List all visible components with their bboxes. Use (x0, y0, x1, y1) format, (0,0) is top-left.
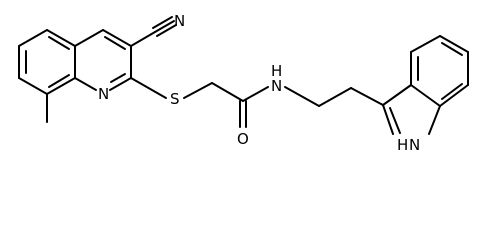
thioether-amide-chain (130, 77, 269, 128)
molecule-diagram: N N S O N H H N (18, 12, 469, 154)
sulfur-label: S (170, 90, 180, 108)
indole-nitrogen-label: N (409, 136, 420, 154)
amide-nitrogen-label: N (271, 77, 282, 95)
nitrile-nitrogen-label: N (174, 12, 185, 30)
quinoline-benzo-ring (18, 29, 76, 95)
quinoline-pyridine-ring (74, 29, 132, 91)
amide-hydrogen-label: H (271, 62, 282, 80)
quinoline-nitrogen-label: N (98, 85, 109, 103)
indole-hydrogen-label: H (397, 136, 408, 154)
nitrile-group (130, 16, 177, 47)
oxygen-label: O (237, 130, 249, 148)
indole-pyrrole-ring (382, 84, 441, 135)
indole-benzo-ring (410, 35, 469, 107)
chemical-structure-canvas: N N S O N H H N (18, 12, 469, 154)
ethyl-linker (284, 86, 384, 107)
